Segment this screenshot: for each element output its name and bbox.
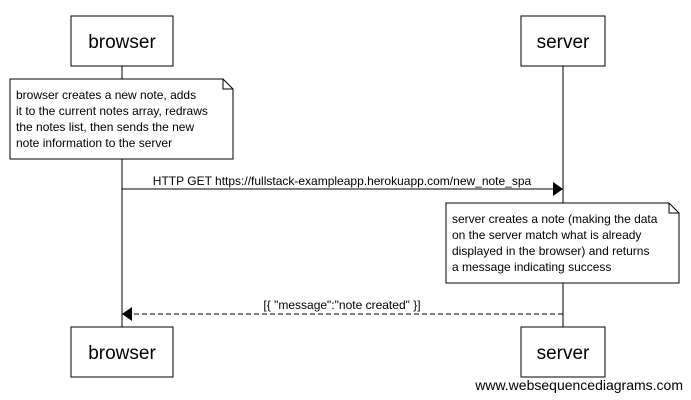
server-actor-label: server xyxy=(537,32,590,53)
request-label: HTTP GET https://fullstack-exampleapp.he… xyxy=(153,174,532,188)
server-actor-bottom: server xyxy=(520,326,606,378)
server-actor-top: server xyxy=(520,15,606,67)
credit-link[interactable]: www.websequencediagrams.com xyxy=(474,377,683,393)
browser-note-line-2: it to the current notes array, redraws xyxy=(16,104,208,118)
server-note: server creates a note (making the data o… xyxy=(445,202,680,284)
browser-note: browser creates a new note, adds it to t… xyxy=(9,78,234,160)
browser-actor-top: browser xyxy=(70,15,174,67)
browser-note-line-3: the notes list, then sends the new xyxy=(16,120,194,134)
browser-actor-bottom: browser xyxy=(70,326,174,378)
server-note-line-4: a message indicating success xyxy=(452,260,611,274)
response-label: [{ "message":"note created" }] xyxy=(263,298,420,312)
server-note-line-1: server creates a note (making the data xyxy=(452,212,658,226)
response-message: [{ "message":"note created" }] xyxy=(122,298,563,321)
browser-note-line-4: note information to the server xyxy=(16,136,172,150)
server-note-line-2: on the server match what is already xyxy=(452,228,641,242)
request-message: HTTP GET https://fullstack-exampleapp.he… xyxy=(122,174,563,196)
browser-actor-bottom-label: browser xyxy=(88,343,156,364)
server-actor-bottom-label: server xyxy=(537,343,590,364)
browser-note-line-1: browser creates a new note, adds xyxy=(16,88,196,102)
browser-actor-label: browser xyxy=(88,32,156,53)
server-note-line-3: displayed in the browser) and returns xyxy=(452,244,649,258)
